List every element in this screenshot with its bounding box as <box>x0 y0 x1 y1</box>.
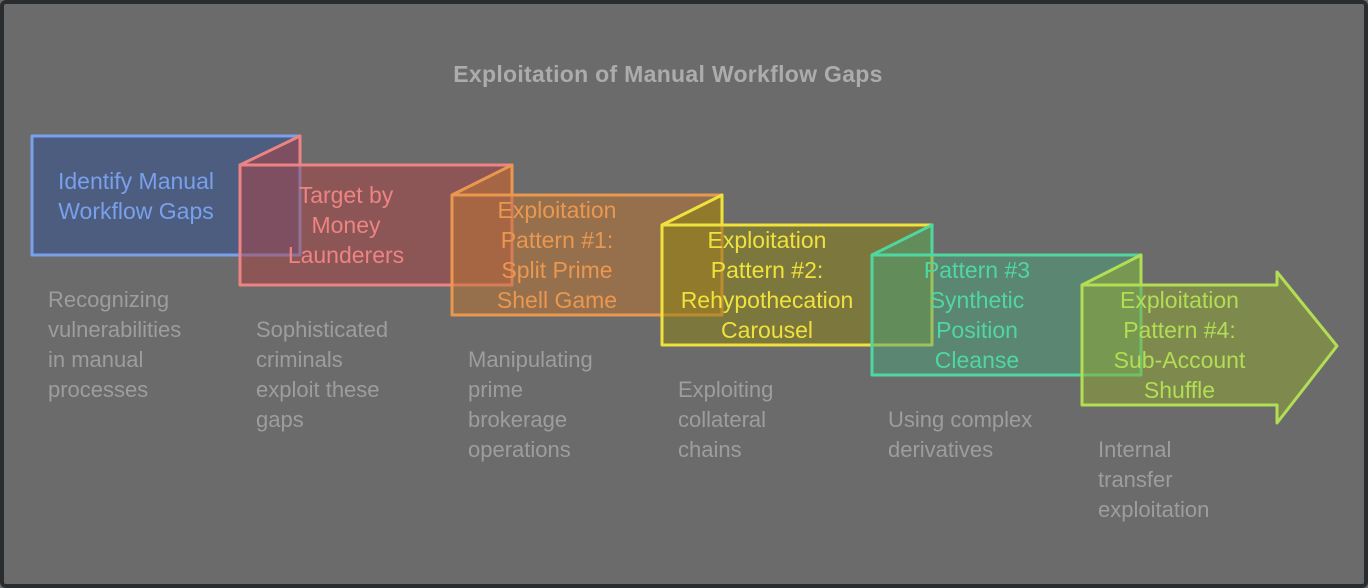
step-5-label: Pattern #3 Synthetic Position Cleanse <box>923 257 1031 373</box>
step-2-label: Target by Money Launderers <box>287 182 405 268</box>
step-4-description: Exploiting collateral chains <box>678 377 774 462</box>
step-5-description: Using complex derivatives <box>888 407 1033 462</box>
step-2-description: Sophisticated criminals exploit these ga… <box>256 317 389 432</box>
step-3-description: Manipulating prime brokerage operations <box>468 347 593 462</box>
step-1-label: Identify Manual Workflow Gaps <box>58 167 214 224</box>
step-4-fold <box>660 193 724 227</box>
step-5-fold <box>870 223 934 257</box>
step-6-description: Internal transfer exploitation <box>1098 437 1210 522</box>
step-3-fold <box>450 163 514 197</box>
step-3-label: Exploitation Pattern #1: Split Prime She… <box>496 197 618 313</box>
step-6-label: Exploitation Pattern #4: Sub-Account Shu… <box>1113 287 1246 403</box>
step-1-description: Recognizing vulnerabilities in manual pr… <box>48 287 182 402</box>
step-2-fold <box>238 134 302 167</box>
diagram-title: Exploitation of Manual Workflow Gaps <box>453 61 883 87</box>
step-6-arrow <box>1080 270 1339 425</box>
step-4-label: Exploitation Pattern #2: Rehypothecation… <box>680 227 854 343</box>
step-6-fold <box>1080 253 1143 287</box>
